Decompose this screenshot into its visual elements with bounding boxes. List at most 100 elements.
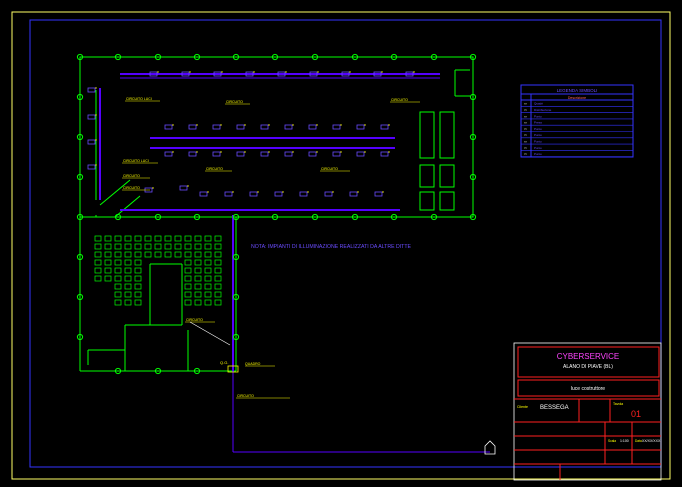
circuit-annotations: CIRCUITO LUCI CIRCUITO CIRCUITO CIRCUITO… [122, 97, 420, 399]
seat [124, 243, 132, 250]
seat [134, 243, 142, 250]
seat [214, 267, 222, 274]
fixture [356, 151, 365, 157]
table [439, 191, 455, 211]
fixture-marker [95, 87, 97, 89]
column [193, 53, 201, 61]
column [114, 53, 122, 61]
svg-text:CIRCUITO: CIRCUITO [391, 98, 408, 102]
column [232, 253, 240, 261]
fixture [405, 71, 414, 77]
column [76, 213, 84, 221]
table [419, 191, 435, 211]
fixture-marker [187, 185, 189, 187]
table [439, 164, 455, 188]
legend-symbol: ▭ [524, 108, 527, 112]
fixture-marker [285, 71, 287, 73]
fixture-marker [196, 124, 198, 126]
seat [114, 267, 122, 274]
seat [134, 235, 142, 242]
fixture-marker [232, 191, 234, 193]
svg-text:CIRCUITO: CIRCUITO [237, 394, 254, 398]
outer-frame [11, 11, 671, 480]
fixture [373, 71, 382, 77]
fixture-marker [244, 151, 246, 153]
fixture [149, 71, 158, 77]
main-panel-symbol [227, 365, 239, 373]
wiring-runs [99, 73, 490, 453]
svg-text:CIRCUITO: CIRCUITO [123, 174, 140, 178]
fixture-marker [332, 191, 334, 193]
seat [174, 235, 182, 242]
fixture [236, 151, 245, 157]
fixture [199, 191, 208, 197]
legend-row-text: Punto [534, 146, 542, 150]
legend-symbol: ▭ [524, 114, 527, 118]
seat [194, 235, 202, 242]
column [232, 53, 240, 61]
client-name: BESSEGA [540, 405, 569, 411]
sheet-label: Tavola [613, 402, 623, 406]
fixture [212, 151, 221, 157]
building-symbol-icon [484, 440, 496, 455]
seat [194, 283, 202, 290]
fixture-marker [220, 151, 222, 153]
column [114, 367, 122, 375]
seat [174, 251, 182, 258]
scale-value: 1:100 [620, 439, 629, 443]
seat [134, 283, 142, 290]
fixture-marker [340, 151, 342, 153]
fixture-marker [413, 71, 415, 73]
column [76, 253, 84, 261]
svg-text:CIRCUITO: CIRCUITO [206, 167, 223, 171]
seat [114, 259, 122, 266]
legend-row-text: Quadri [534, 102, 543, 106]
column [351, 213, 359, 221]
fixture-marker [257, 191, 259, 193]
seat [124, 275, 132, 282]
fixture [224, 191, 233, 197]
fixture-marker [364, 124, 366, 126]
fixture [260, 124, 269, 130]
seat [94, 275, 102, 282]
seat [194, 251, 202, 258]
column [76, 333, 84, 341]
legend-row-text: Presa [534, 121, 542, 125]
legend-header: Descrizione [568, 96, 586, 100]
seat [114, 299, 122, 306]
fixture [245, 71, 254, 77]
fixture-marker [317, 71, 319, 73]
seat [184, 283, 192, 290]
seat [154, 235, 162, 242]
fixture [380, 151, 389, 157]
seat [134, 251, 142, 258]
seat [214, 275, 222, 282]
building-walls [79, 56, 474, 372]
column [76, 173, 84, 181]
svg-text:CIRCUITO: CIRCUITO [321, 167, 338, 171]
column [193, 367, 201, 375]
seat [104, 259, 112, 266]
column [154, 213, 162, 221]
svg-text:CIRCUITO: CIRCUITO [186, 318, 203, 322]
fixture-marker [244, 124, 246, 126]
fixture [181, 71, 190, 77]
seat [104, 251, 112, 258]
table [419, 164, 435, 188]
fixture-marker [95, 164, 97, 166]
column [469, 53, 477, 61]
legend-symbol: ▭ [524, 102, 527, 106]
fixture [249, 191, 258, 197]
stair-line [114, 195, 141, 218]
fixture [324, 191, 333, 197]
seat [214, 243, 222, 250]
seat [114, 251, 122, 258]
column [390, 53, 398, 61]
fixture [277, 71, 286, 77]
legend-symbol: ▭ [524, 152, 527, 156]
fixture [308, 151, 317, 157]
seat [104, 243, 112, 250]
legend-symbol: ▭ [524, 146, 527, 150]
sheet-number: 01 [631, 409, 641, 419]
